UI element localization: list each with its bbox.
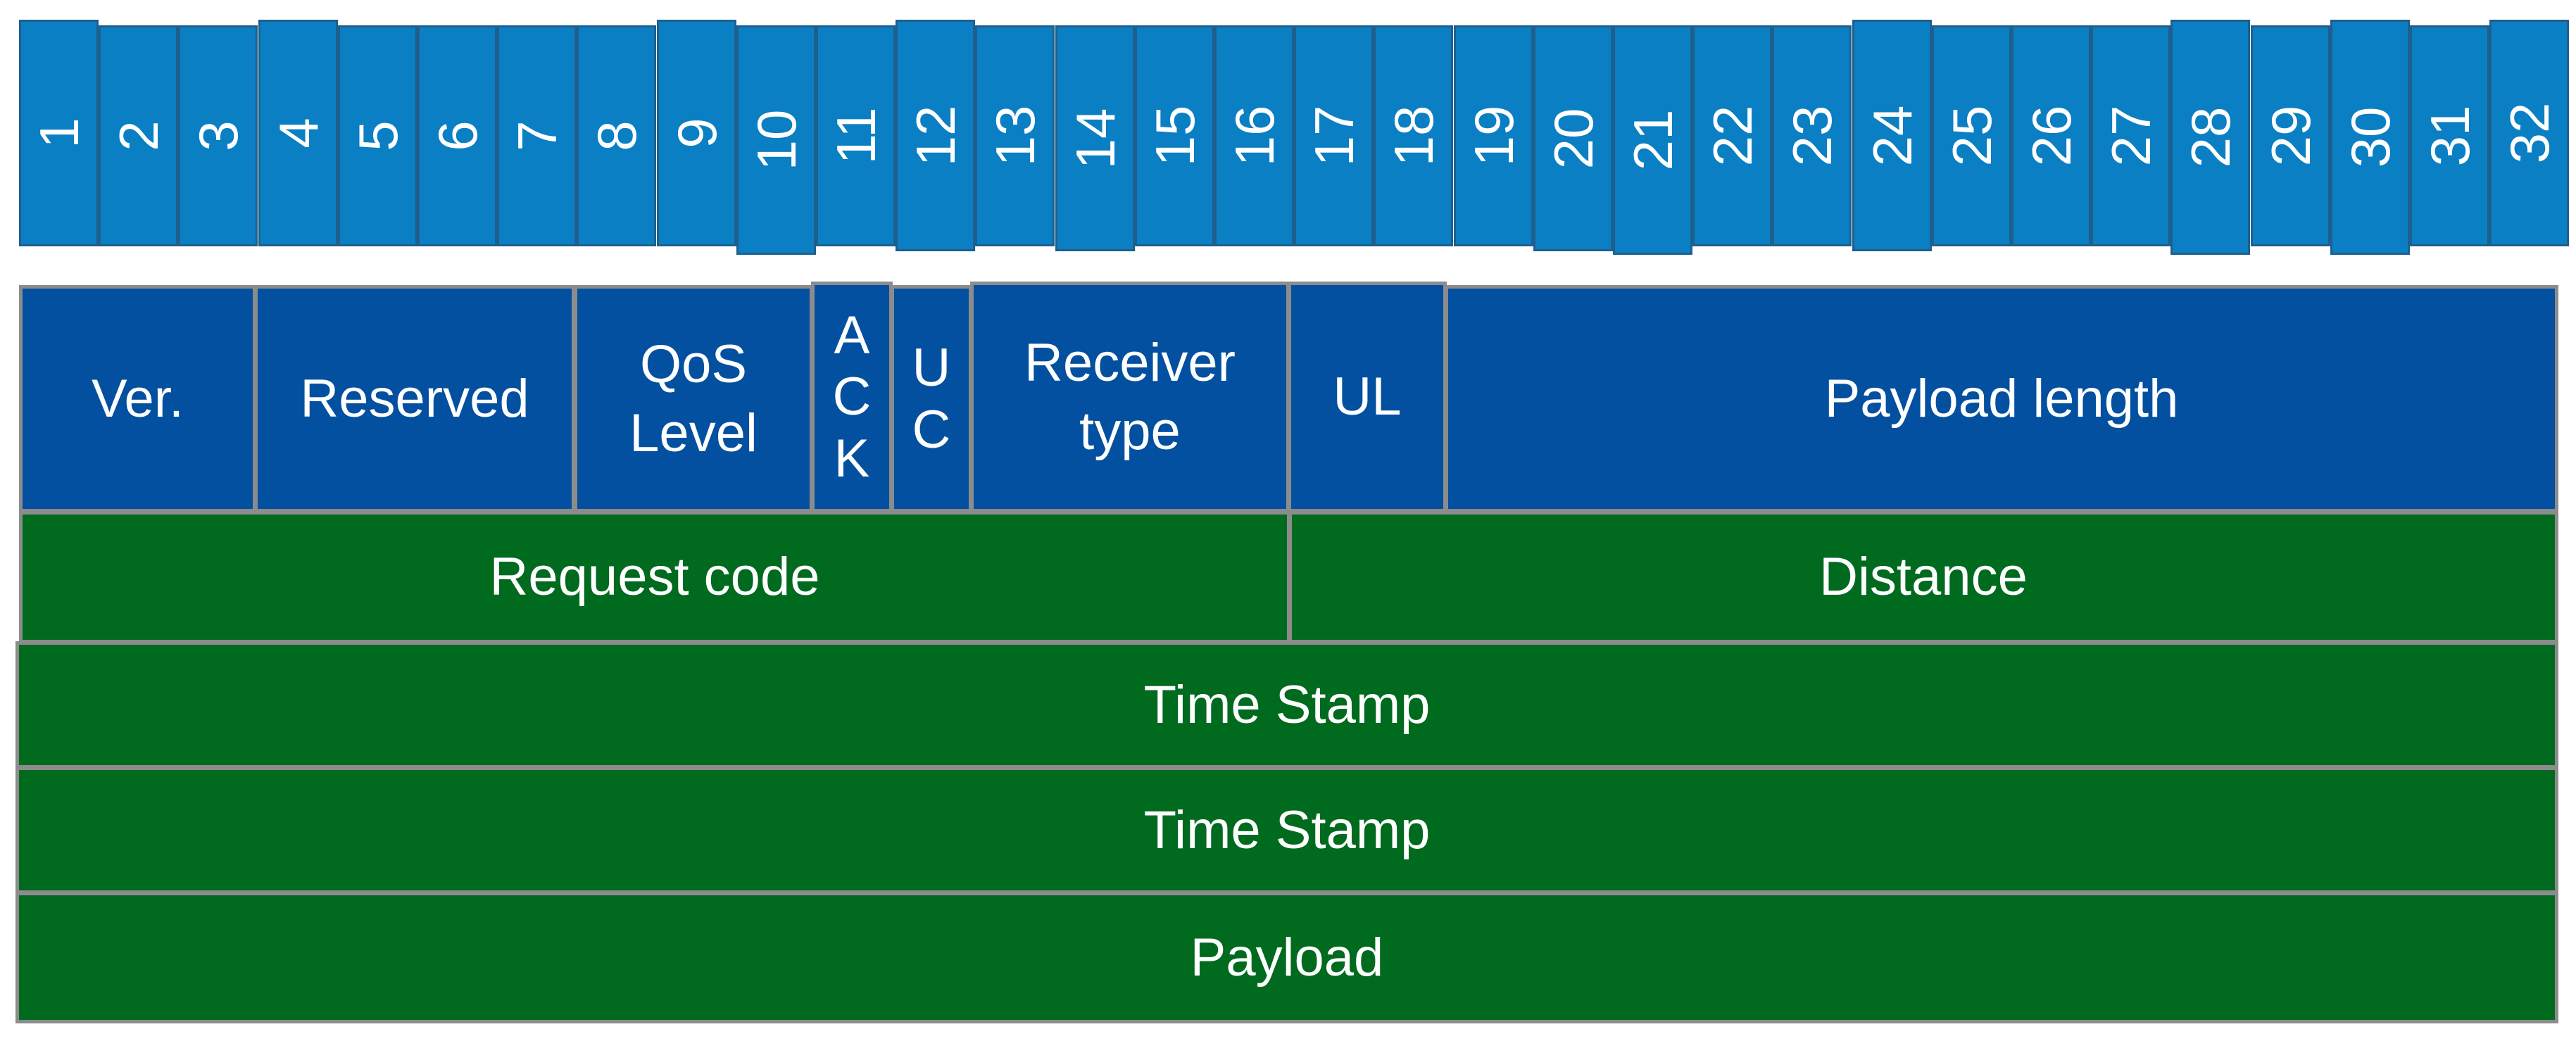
bit-number-label: 24 <box>1861 105 1923 166</box>
bit-cell-4: 4 <box>258 20 338 246</box>
bit-cell-1: 1 <box>19 20 99 246</box>
field-uc: U C <box>891 285 972 512</box>
bit-cell-25: 25 <box>1932 25 2011 246</box>
field-ul: UL <box>1288 282 1447 512</box>
bit-number-label: 6 <box>426 120 489 151</box>
bit-number-label: 9 <box>665 118 728 149</box>
bit-number-label: 29 <box>2259 105 2322 167</box>
bit-number-label: 16 <box>1223 105 1286 167</box>
field-time-stamp-2: Time Stamp <box>15 766 2558 894</box>
bit-number-label: 8 <box>585 120 648 151</box>
field-payload: Payload <box>15 892 2558 1023</box>
bit-number-label: 11 <box>824 107 887 165</box>
bit-cell-23: 23 <box>1772 25 1852 246</box>
field-version: Ver. <box>19 285 256 512</box>
bit-cell-5: 5 <box>338 25 417 246</box>
field-payload-length: Payload length <box>1445 285 2558 512</box>
field-request-code: Request code <box>19 511 1290 643</box>
bit-number-label: 2 <box>107 120 170 151</box>
bit-number-label: 27 <box>2099 105 2162 167</box>
bit-number-label: 20 <box>1542 108 1604 169</box>
bit-number-label: 26 <box>2020 105 2082 167</box>
bit-cell-14: 14 <box>1055 25 1135 251</box>
bit-number-label: 28 <box>2179 106 2242 168</box>
bit-cell-22: 22 <box>1692 25 1772 246</box>
bit-cell-27: 27 <box>2091 25 2170 246</box>
bit-cell-26: 26 <box>2011 25 2091 246</box>
bit-number-label: 12 <box>904 105 967 166</box>
bit-number-label: 7 <box>505 120 568 151</box>
field-receiver-type: Receiver type <box>970 282 1290 512</box>
bit-cell-13: 13 <box>975 25 1055 246</box>
bit-number-label: 23 <box>1780 105 1843 167</box>
bit-cell-17: 17 <box>1294 25 1374 246</box>
bit-number-label: 25 <box>1940 105 2003 167</box>
bit-cell-2: 2 <box>99 25 178 246</box>
bit-number-label: 13 <box>984 105 1046 167</box>
bit-cell-12: 12 <box>896 20 975 251</box>
bit-cell-24: 24 <box>1852 20 1932 251</box>
bit-number-label: 15 <box>1143 105 1206 167</box>
bit-number-label: 21 <box>1621 109 1684 171</box>
field-time-stamp-1: Time Stamp <box>15 641 2558 769</box>
bit-cell-6: 6 <box>417 25 497 246</box>
bit-cell-31: 31 <box>2410 25 2489 246</box>
bit-number-label: 31 <box>2418 105 2481 167</box>
bit-cell-10: 10 <box>736 25 816 255</box>
bit-cell-9: 9 <box>657 20 736 246</box>
bit-cell-32: 32 <box>2489 20 2569 246</box>
bit-number-label: 3 <box>187 120 249 151</box>
field-reserved: Reserved <box>254 285 575 512</box>
bit-number-label: 5 <box>346 120 409 151</box>
bit-number-label: 4 <box>267 118 329 149</box>
bit-cell-19: 19 <box>1454 25 1533 246</box>
bit-number-label: 10 <box>745 109 808 171</box>
bit-number-label: 19 <box>1462 105 1525 167</box>
bit-cell-30: 30 <box>2330 20 2410 255</box>
bit-number-label: 14 <box>1064 108 1126 169</box>
bit-cell-18: 18 <box>1374 25 1453 246</box>
bit-number-label: 22 <box>1701 105 1764 167</box>
bit-cell-8: 8 <box>577 25 656 246</box>
bit-cell-29: 29 <box>2251 25 2330 246</box>
bit-cell-3: 3 <box>178 25 258 246</box>
bit-cell-20: 20 <box>1533 25 1613 251</box>
field-distance: Distance <box>1288 511 2558 643</box>
bit-cell-28: 28 <box>2170 20 2250 255</box>
bit-number-label: 1 <box>27 118 90 149</box>
bit-cell-15: 15 <box>1135 25 1214 246</box>
bit-cell-21: 21 <box>1613 25 1692 255</box>
bit-cell-7: 7 <box>497 25 577 246</box>
bit-number-label: 18 <box>1382 105 1445 167</box>
field-qos-level: QoS Level <box>574 285 813 512</box>
field-ack: A C K <box>811 282 893 512</box>
bit-number-label: 32 <box>2498 102 2561 164</box>
bit-number-label: 30 <box>2339 106 2401 168</box>
bit-cell-11: 11 <box>816 25 896 246</box>
bit-cell-16: 16 <box>1214 25 1294 246</box>
bit-number-label: 17 <box>1302 105 1365 167</box>
